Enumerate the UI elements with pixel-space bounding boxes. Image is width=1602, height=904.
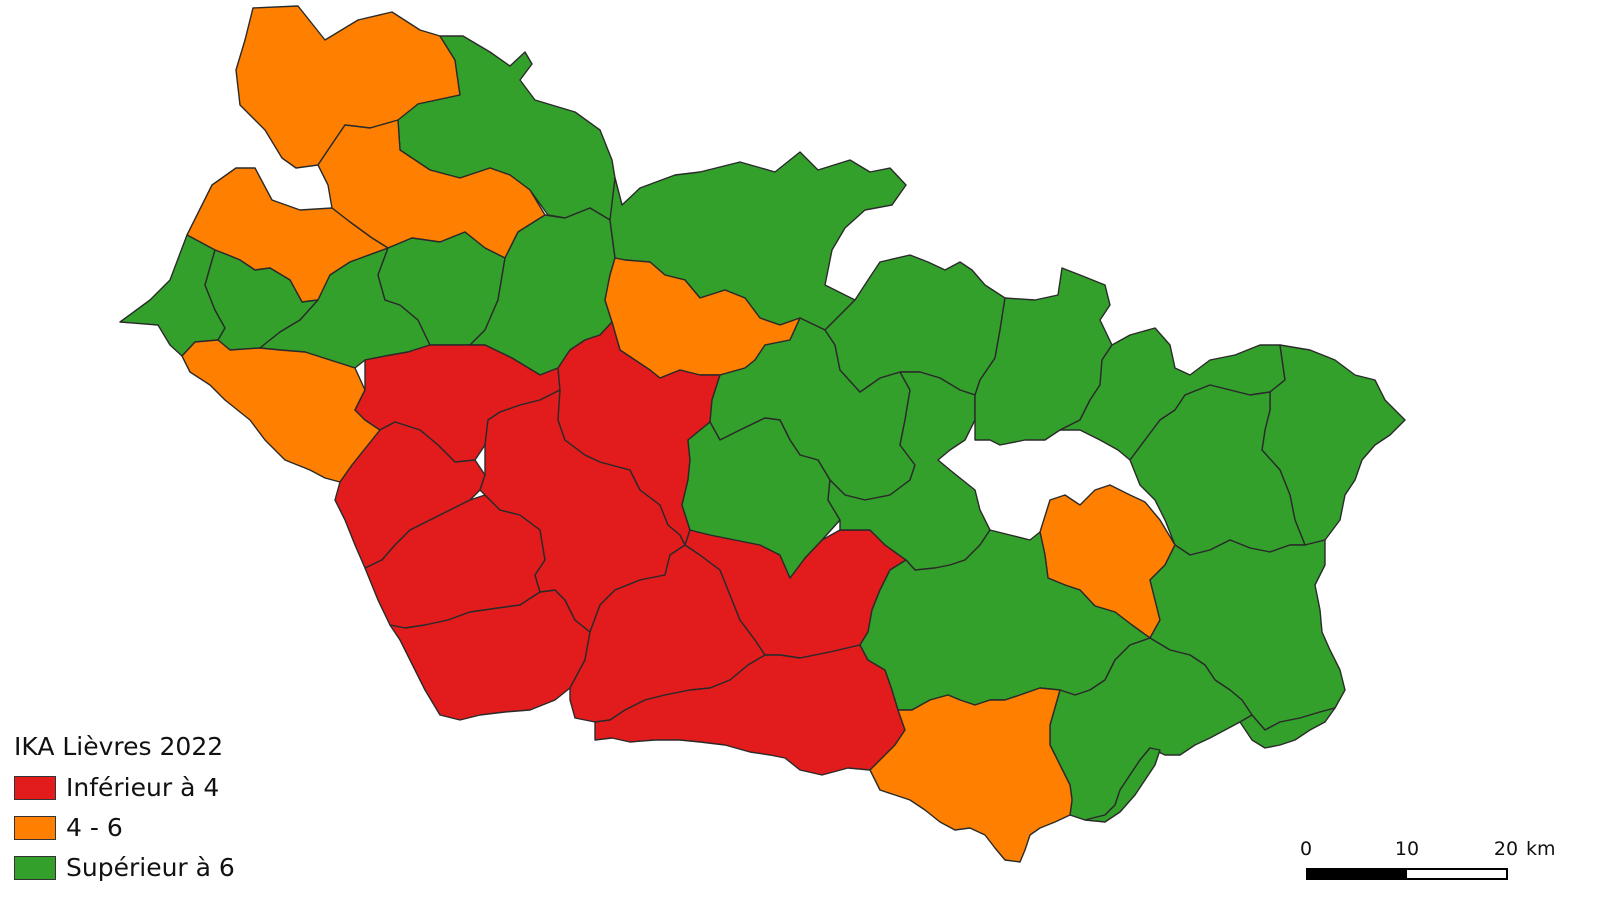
region-se-green-4: [1239, 707, 1336, 749]
scale-tick-20: 20: [1493, 838, 1519, 860]
legend-item-low: Inférieur à 4: [14, 768, 235, 808]
scale-segment-1: [1308, 870, 1407, 878]
legend-label-high: Supérieur à 6: [66, 853, 235, 882]
scale-bar-graphic: [1306, 868, 1508, 880]
legend-item-high: Supérieur à 6: [14, 848, 235, 888]
legend-item-mid: 4 - 6: [14, 808, 235, 848]
legend-label-mid: 4 - 6: [66, 813, 123, 842]
map-legend: IKA Lièvres 2022 Inférieur à 4 4 - 6 Sup…: [14, 732, 235, 888]
scale-segment-2: [1407, 870, 1506, 878]
scale-tick-0: 0: [1299, 838, 1313, 860]
scale-unit: km: [1526, 838, 1556, 860]
legend-swatch-high: [14, 856, 56, 880]
region-sw-red-2: [334, 421, 486, 569]
legend-swatch-low: [14, 776, 56, 800]
region-s-orange: [869, 687, 1073, 863]
legend-swatch-mid: [14, 816, 56, 840]
scale-tick-10: 10: [1394, 838, 1420, 860]
scale-bar: 0 10 20 km: [1300, 838, 1560, 898]
legend-title: IKA Lièvres 2022: [14, 732, 224, 761]
legend-label-low: Inférieur à 4: [66, 773, 220, 802]
region-c-green-6: [681, 417, 841, 579]
region-s-green-sliver: [1084, 747, 1161, 823]
map-regions: [119, 5, 1406, 863]
